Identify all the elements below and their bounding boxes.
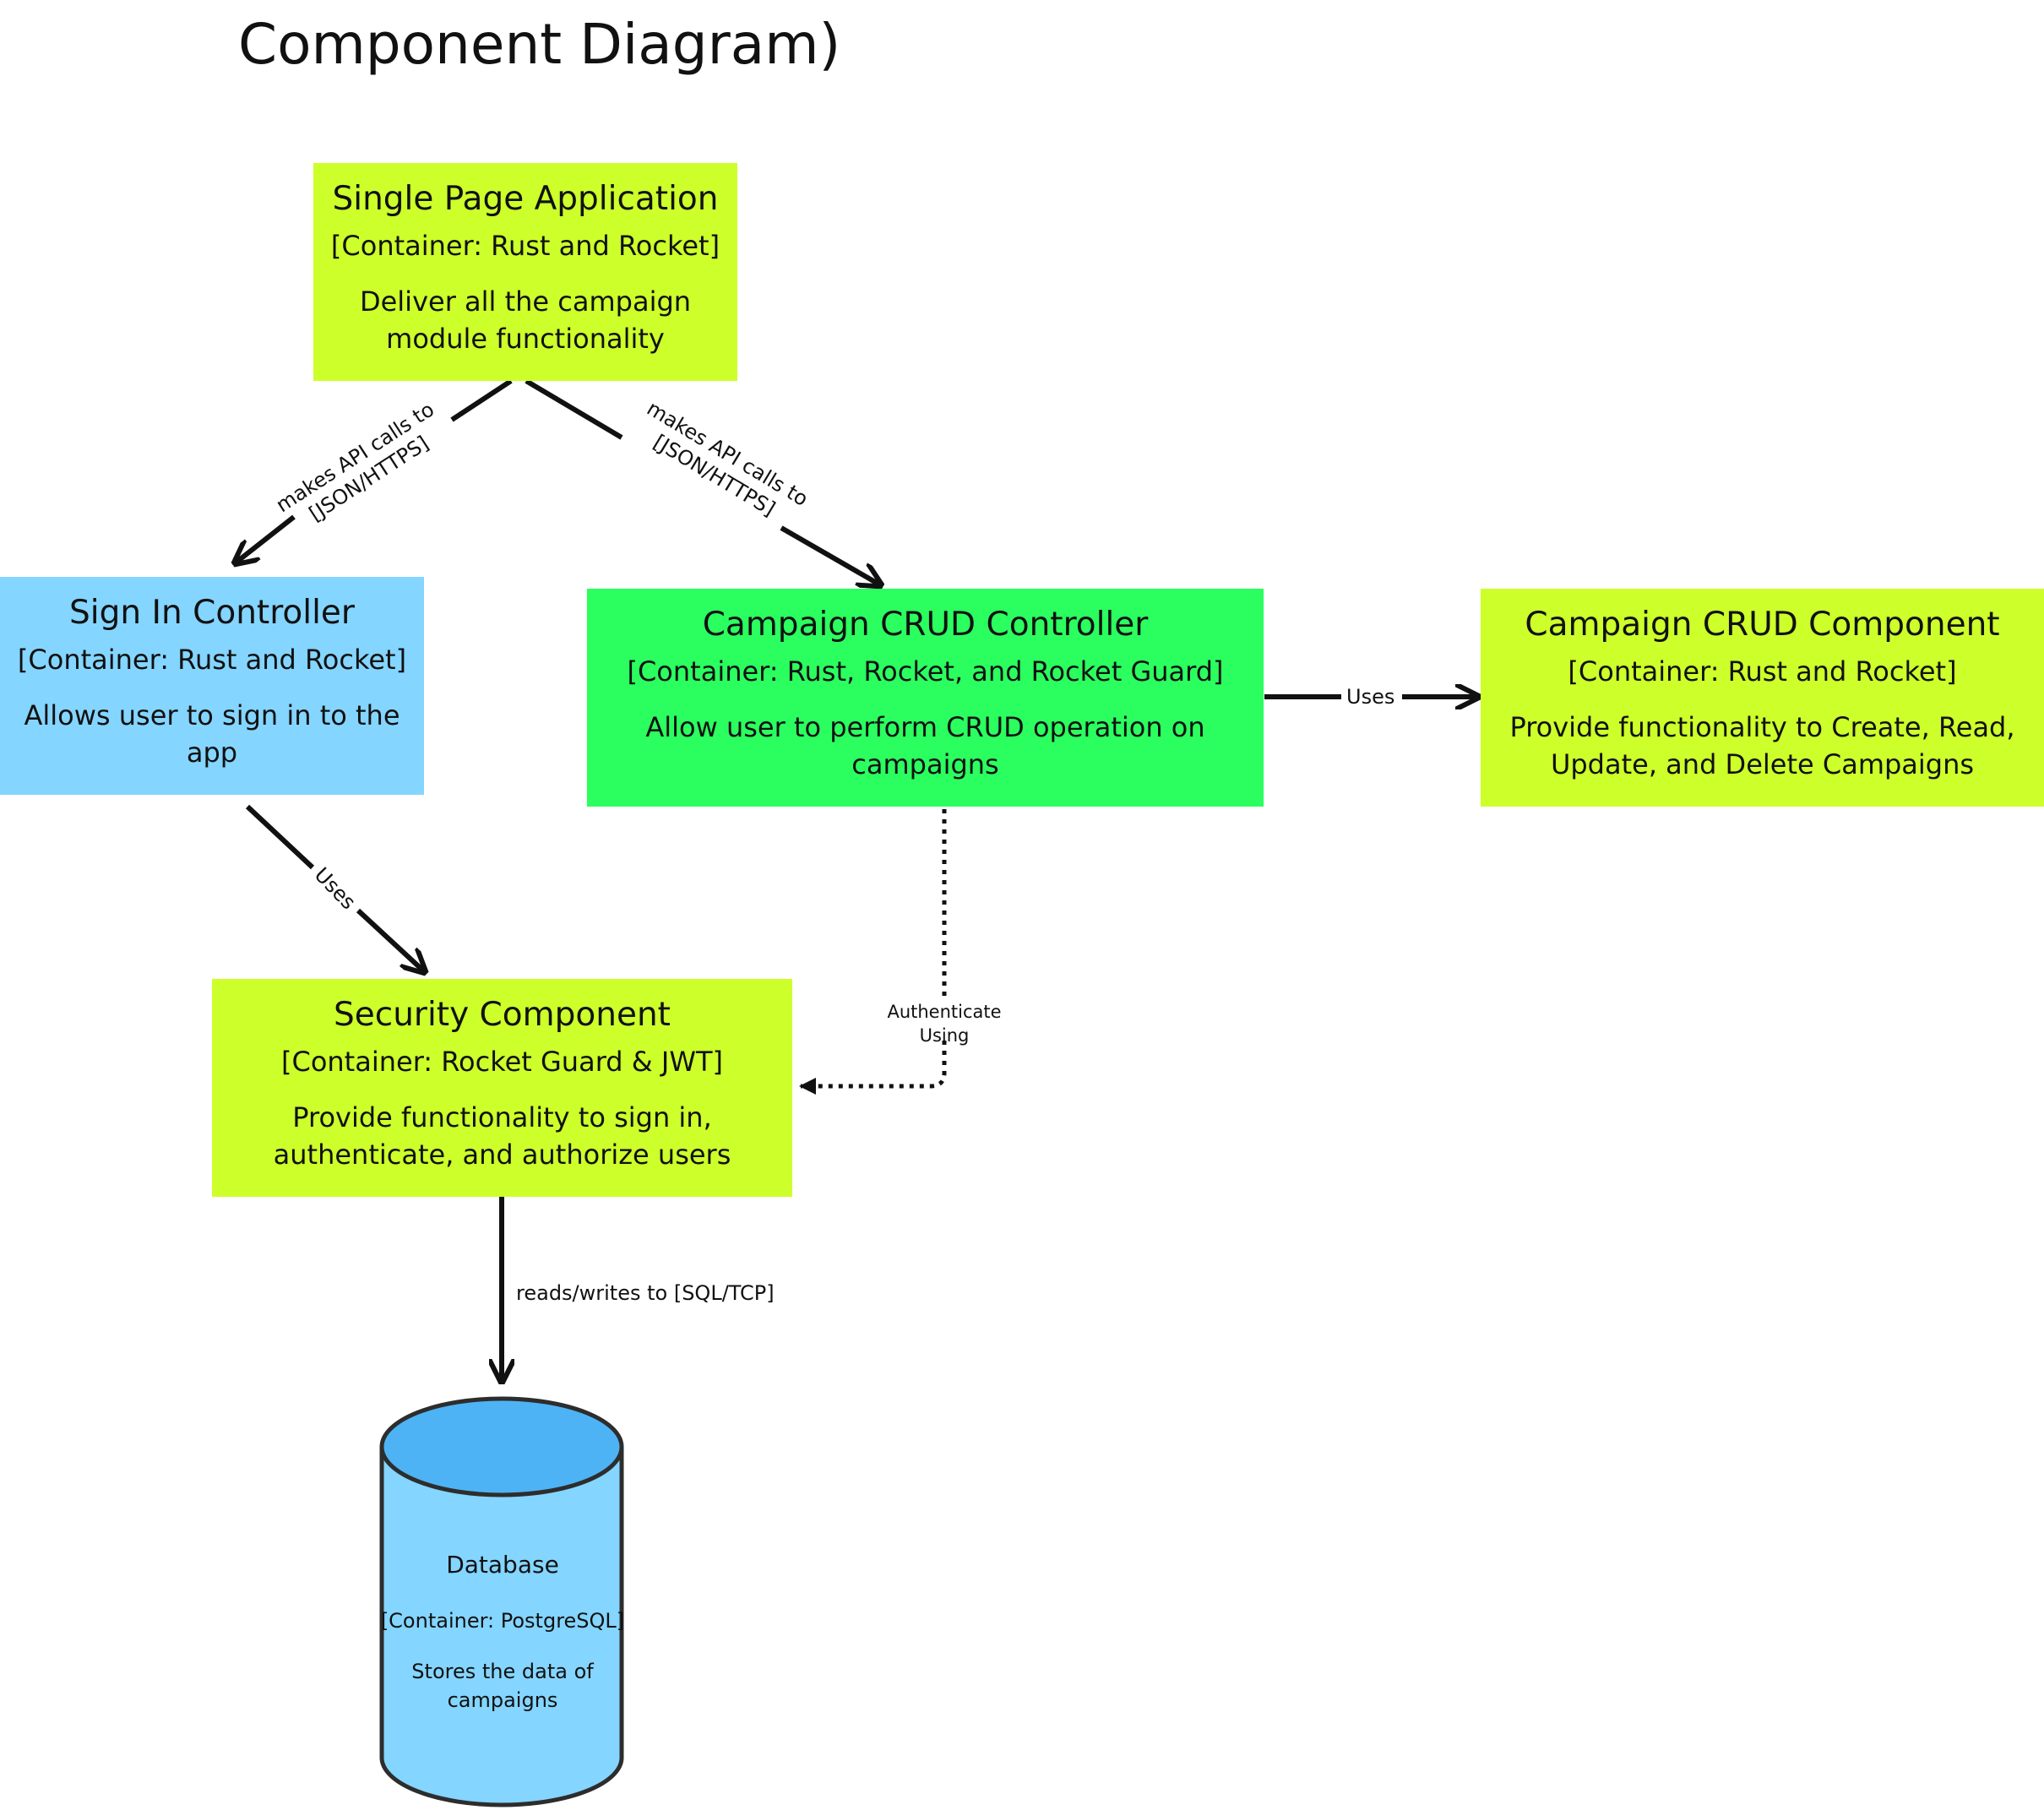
- edge-signin-uses-seg1: [245, 804, 315, 870]
- campaign-crud-controller-box[interactable]: Campaign CRUD Controller [Container: Rus…: [587, 589, 1264, 807]
- database-desc: Stores the data of campaigns: [411, 1660, 594, 1712]
- signin-tech: [Container: Rust and Rocket]: [17, 644, 407, 676]
- database-name: Database: [446, 1551, 559, 1579]
- crudctl-tech: [Container: Rust, Rocket, and Rocket Gua…: [627, 655, 1224, 688]
- edge-label-auth: Authenticate Using: [887, 1002, 1002, 1046]
- database-cylinder: [379, 1396, 624, 1807]
- spa-name: Single Page Application: [332, 180, 719, 218]
- spa-container-box[interactable]: Single Page Application [Container: Rust…: [313, 163, 737, 381]
- spa-desc: Deliver all the campaign module function…: [359, 285, 692, 355]
- signin-name: Sign In Controller: [69, 594, 355, 632]
- edge-spa-crud-seg2: [780, 525, 881, 585]
- signin-desc: Allows user to sign in to the app: [24, 699, 400, 769]
- security-component-box[interactable]: Security Component [Container: Rocket Gu…: [212, 979, 792, 1197]
- diagram-title: Component Diagram): [238, 12, 841, 77]
- database-tech: [Container: PostgreSQL]: [380, 1609, 625, 1633]
- edge-spa-signin-seg2: [235, 514, 296, 563]
- crudctl-name: Campaign CRUD Controller: [702, 606, 1149, 644]
- edge-label-db-rw: reads/writes to [SQL/TCP]: [516, 1281, 775, 1305]
- campaign-crud-component-box[interactable]: Campaign CRUD Component [Container: Rust…: [1481, 589, 2044, 807]
- crudctl-desc: Allow user to perform CRUD operation on …: [645, 711, 1205, 780]
- crudcomp-name: Campaign CRUD Component: [1525, 606, 2000, 644]
- edge-spa-crud-seg1: [525, 378, 623, 440]
- signin-controller-box[interactable]: Sign In Controller [Container: Rust and …: [0, 577, 424, 795]
- spa-tech: [Container: Rust and Rocket]: [330, 230, 720, 262]
- security-desc: Provide functionality to sign in, authen…: [273, 1101, 731, 1171]
- security-tech: [Container: Rocket Guard & JWT]: [280, 1046, 723, 1078]
- security-name: Security Component: [334, 996, 671, 1034]
- crudcomp-tech: [Container: Rust and Rocket]: [1568, 655, 1957, 688]
- crudcomp-desc: Provide functionality to Create, Read, U…: [1509, 711, 2015, 780]
- edge-label-crud-uses: Uses: [1341, 684, 1400, 709]
- edge-spa-signin-seg1: [450, 378, 513, 422]
- edge-signin-uses-seg2: [356, 908, 425, 972]
- edge-auth-seg2: [799, 1041, 947, 1095]
